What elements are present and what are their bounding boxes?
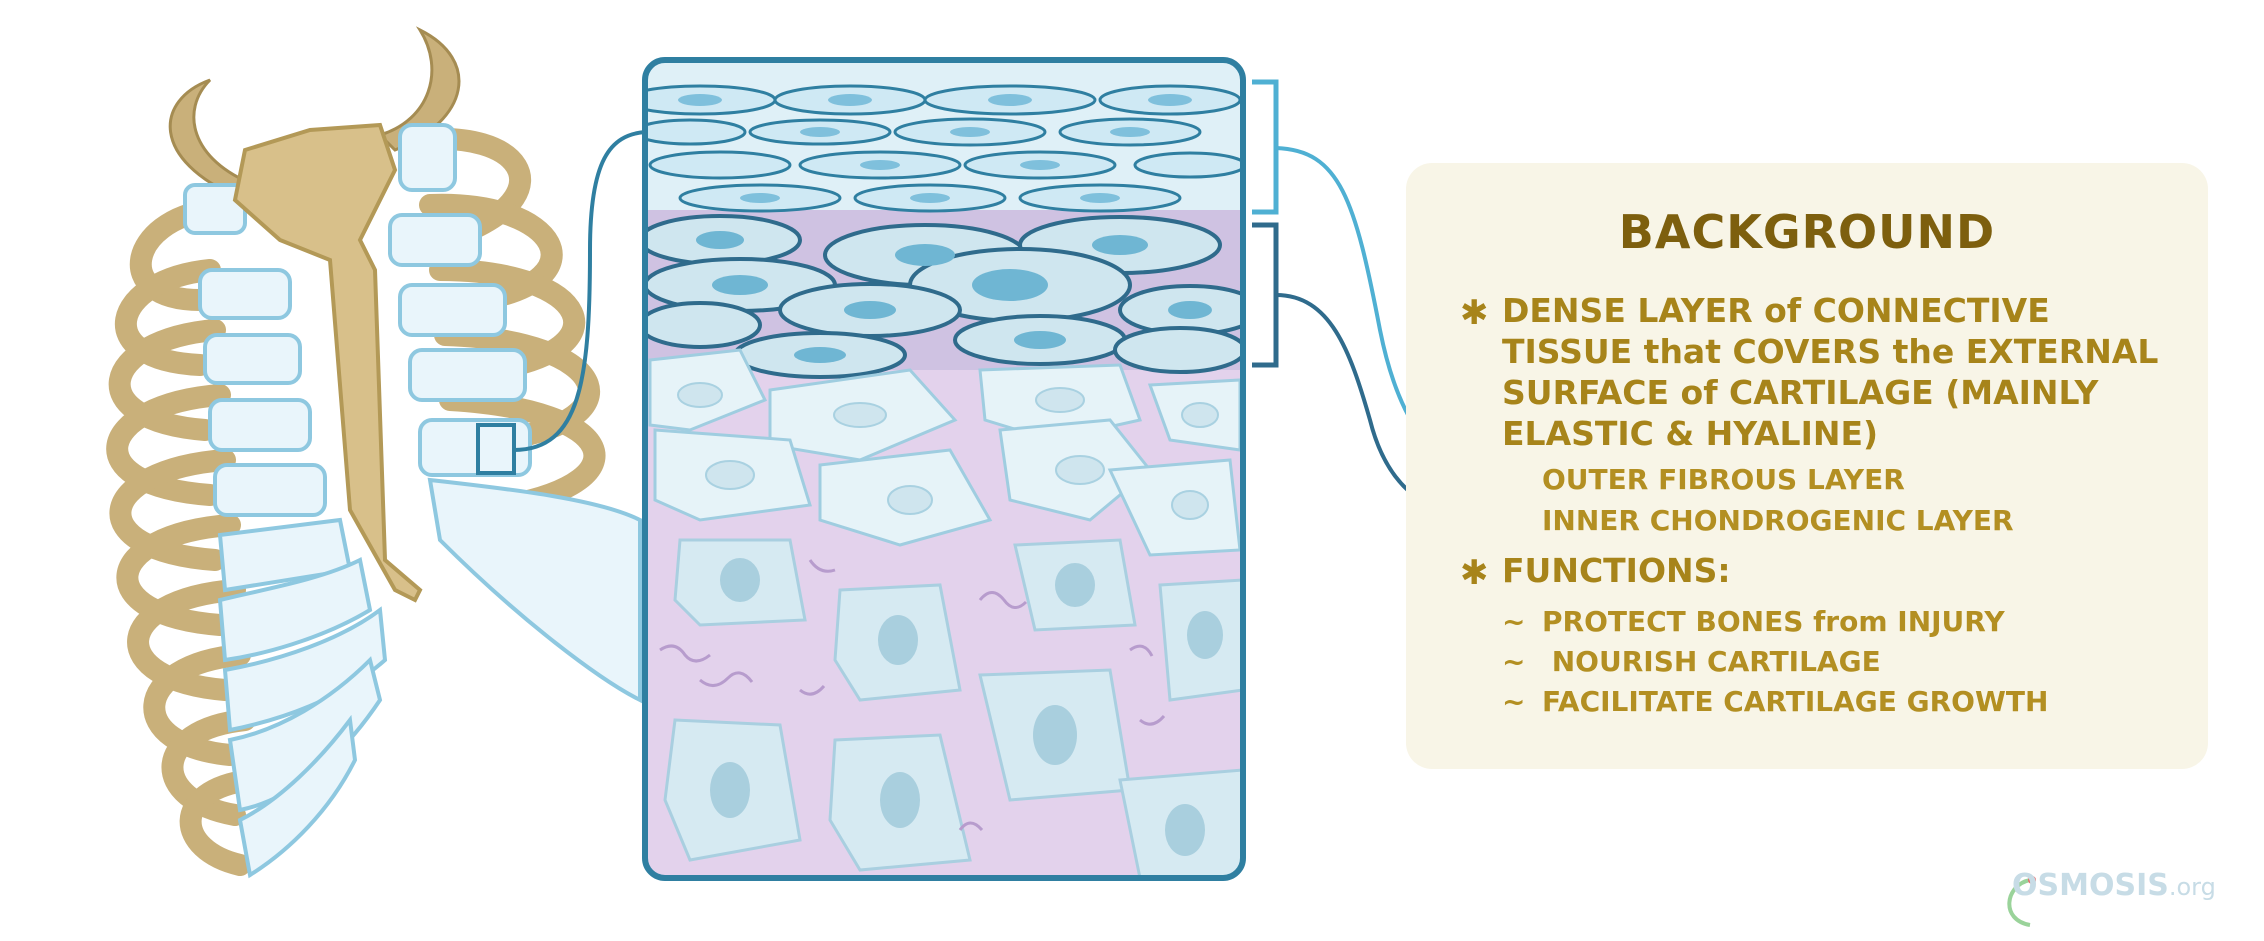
osmosis-logo-mark (2007, 876, 2036, 927)
asterisk-icon: ✱ (1460, 553, 1489, 593)
panel-title: BACKGROUND (1618, 205, 1996, 259)
asterisk-icon: ✱ (1460, 293, 1489, 333)
mature-nuclei (710, 558, 1223, 856)
logo-suffix-text: .org (2168, 873, 2216, 901)
function-item-2: NOURISH CARTILAGE (1542, 645, 1881, 678)
osmosis-logo: OSMOSIS.org (2012, 868, 2216, 903)
right-clavicle (377, 26, 461, 152)
outer-fibrous-layer-label: OUTER FIBROUS LAYER (1542, 463, 1905, 496)
left-ribs (106, 199, 261, 876)
sternum (232, 122, 423, 603)
transitional-nuclei (677, 382, 1219, 520)
magnified-tissue (645, 60, 1243, 878)
definition-line-4: ELASTIC & HYALINE) (1502, 414, 1879, 453)
marker-connector (513, 130, 646, 452)
fibrous-layer-bracket (1252, 79, 1279, 215)
tilde-bullet-icon: ~ (1502, 645, 1526, 678)
tilde-bullet-icon: ~ (1502, 685, 1526, 718)
logo-main-text: OSMOSIS (2012, 868, 2169, 903)
definition-line-2: TISSUE that COVERS the EXTERNAL (1502, 332, 2159, 371)
magnified-frame (642, 57, 1246, 881)
rib-cage (106, 26, 646, 879)
right-costal-cartilage (388, 123, 642, 704)
fibroblast-nuclei (678, 94, 1192, 203)
left-costal-cartilage (183, 183, 388, 879)
left-clavicle (168, 78, 258, 200)
chondroblast-nuclei (696, 231, 1212, 363)
functions-heading: FUNCTIONS: (1502, 551, 1731, 590)
tilde-bullet-icon: ~ (1502, 605, 1526, 638)
function-item-3: FACILITATE CARTILAGE GROWTH (1542, 685, 2049, 718)
matrix-fibers (659, 559, 1166, 832)
background-panel: BACKGROUND (1406, 163, 2208, 769)
chondrogenic-layer-bracket (1252, 222, 1279, 368)
definition-line-1: DENSE LAYER of CONNECTIVE (1502, 291, 2050, 330)
function-item-1: PROTECT BONES from INJURY (1542, 605, 2005, 638)
inner-chondrogenic-layer-label: INNER CHONDROGENIC LAYER (1542, 504, 2014, 537)
definition-line-3: SURFACE of CARTILAGE (MAINLY (1502, 373, 2099, 412)
